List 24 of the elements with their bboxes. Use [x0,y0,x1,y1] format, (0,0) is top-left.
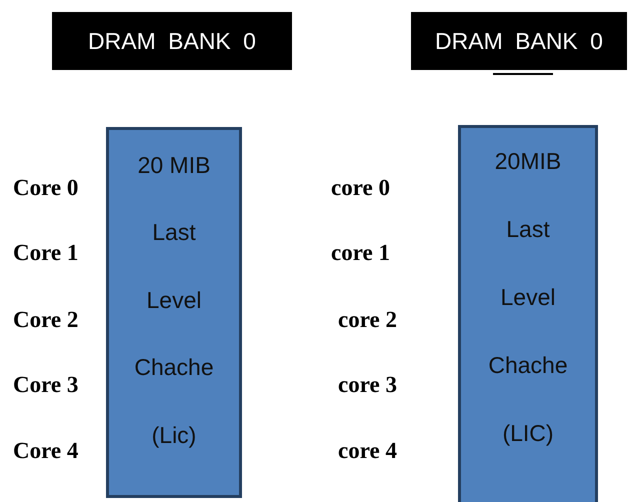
cache-text: Level [146,286,202,314]
core-label: core 1 [331,239,390,267]
core-label: core 4 [338,437,397,465]
core-label: core 3 [338,371,397,399]
core-label: Core 2 [13,306,78,334]
cache-text: 20 MIB [136,151,212,179]
cache-text: Last [505,215,551,243]
cache-text: Chache [487,351,569,379]
core-label: Core 0 [13,174,78,202]
core-label: Core 1 [13,239,78,267]
cache-text: 20MIB [494,147,562,175]
cache-text: Last [151,218,197,246]
core-label: Core 4 [13,437,78,465]
core-label: core 2 [338,306,397,334]
cache-text: (LIC) [501,419,555,447]
cache-text: (Lic) [150,421,198,449]
core-label: core 0 [331,174,390,202]
cache-block [458,125,598,502]
core-label: Core 3 [13,371,78,399]
cache-text: Level [500,283,556,311]
memory-bank-box: DRAM BANK 0 [52,12,292,70]
memory-bank-box: DRAM BANK 0 [411,12,627,70]
cache-text: Chache [133,353,215,381]
cache-block [106,127,242,498]
